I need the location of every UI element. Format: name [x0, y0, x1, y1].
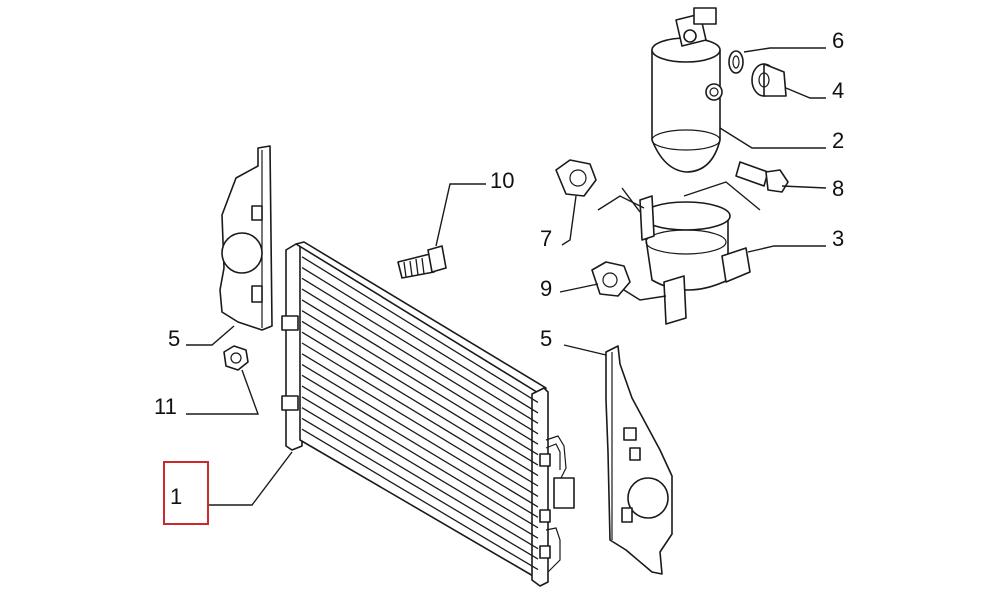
- callout-1: 1: [170, 484, 182, 509]
- callout-5-left: 5: [168, 326, 180, 351]
- right-mounting-bracket: [605, 345, 673, 575]
- seal-ring-6: [728, 50, 744, 74]
- condenser-fin-line: [301, 385, 539, 529]
- callout-6: 6: [832, 28, 844, 53]
- condenser-fin-line: [301, 310, 539, 456]
- condenser-fin-line: [301, 256, 539, 403]
- left-mounting-bracket: [219, 145, 273, 331]
- condenser-fin-line: [301, 407, 539, 550]
- bolt-10: [397, 245, 447, 279]
- condenser-fin-line: [301, 331, 539, 477]
- flange-nut-9: [591, 261, 631, 297]
- callout-9: 9: [540, 276, 552, 301]
- callout-11: 11: [154, 394, 177, 419]
- hex-nut-11: [223, 345, 249, 371]
- assembly-guide-lines: [597, 181, 761, 301]
- condenser-fin-line: [301, 267, 539, 414]
- condenser-radiator: [281, 241, 575, 587]
- condenser-fin-line: [301, 342, 539, 487]
- callout-10: 10: [490, 168, 514, 193]
- callout-8: 8: [832, 176, 844, 201]
- condenser-fin-line: [301, 299, 539, 445]
- condenser-fins: [301, 256, 539, 571]
- condenser-fin-line: [301, 364, 539, 508]
- screw-8: [735, 161, 789, 193]
- callout-4: 4: [832, 78, 844, 103]
- callout-3: 3: [832, 226, 844, 251]
- callout-labels: 1 2 3 4 5 5 6 7 8 9 10 11: [154, 28, 844, 525]
- callout-leaders: [186, 47, 827, 506]
- condenser-fin-line: [301, 277, 539, 424]
- condenser-fin-line: [301, 288, 539, 435]
- receiver-drier: [651, 7, 723, 173]
- condenser-fin-line: [301, 417, 539, 560]
- drier-clamp: [639, 195, 751, 325]
- callout-5-right: 5: [540, 326, 552, 351]
- condenser-fin-line: [301, 320, 539, 466]
- condenser-fin-line: [301, 374, 539, 518]
- condenser-fin-line: [301, 396, 539, 539]
- condenser-fin-line: [301, 428, 539, 571]
- pressure-switch-4: [751, 63, 787, 97]
- callout-7: 7: [540, 226, 552, 251]
- callout-2: 2: [832, 128, 844, 153]
- flange-nut-7: [555, 159, 597, 197]
- callout-1-highlight-box: [163, 461, 209, 525]
- condenser-fin-line: [301, 353, 539, 497]
